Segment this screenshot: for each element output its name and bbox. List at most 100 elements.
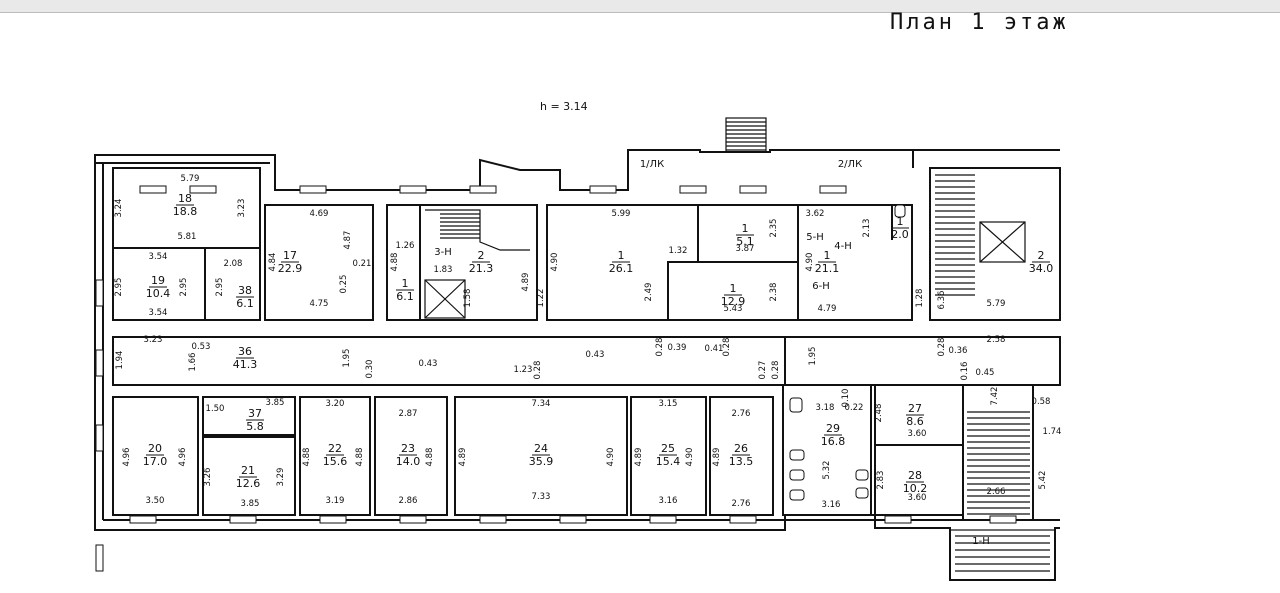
window <box>884 515 912 524</box>
dimension-label: 4.89 <box>712 448 722 467</box>
dimension-label: 4.88 <box>355 448 365 467</box>
room-area: 10.2 <box>903 482 928 495</box>
room-area: 16.8 <box>821 435 846 448</box>
window <box>319 515 347 524</box>
dimension-label: 3.85 <box>241 499 260 509</box>
room-label: 15.1 <box>736 222 754 248</box>
window <box>95 544 104 572</box>
window-top-bar <box>0 0 1280 13</box>
dimension-label: 4.84 <box>268 253 278 272</box>
dimension-label: 1.83 <box>434 265 453 275</box>
room-label: 375.8 <box>246 407 264 433</box>
sink-fixture <box>855 469 869 481</box>
room-label: 278.6 <box>906 402 924 428</box>
dimension-label: 3.24 <box>114 199 124 218</box>
room-number: 29 <box>826 422 840 435</box>
window <box>649 515 677 524</box>
dimension-label: 4.90 <box>805 253 815 272</box>
window <box>189 185 217 194</box>
dimension-label: 2.58 <box>987 335 1006 345</box>
room-29-walls <box>782 384 872 516</box>
dimension-label: 3.16 <box>822 500 841 510</box>
dimension-label: 2.35 <box>769 219 779 238</box>
dimension-label: 0.28 <box>655 338 665 357</box>
window <box>299 185 327 194</box>
room-number: 1 <box>742 222 749 235</box>
room-number: 19 <box>151 274 165 287</box>
room-area: 6.1 <box>236 297 254 310</box>
dimension-label: 4.88 <box>302 448 312 467</box>
dimension-label: 0.41 <box>705 344 724 354</box>
dimension-label: 2.95 <box>114 278 124 297</box>
dimension-label: 5.81 <box>178 232 197 242</box>
plan-title: План 1 этаж <box>890 10 1069 35</box>
ceiling-height-label: h = 3.14 <box>540 100 588 113</box>
dimension-label: 3.16 <box>659 496 678 506</box>
dimension-label: 7.34 <box>532 399 551 409</box>
dimension-label: 3.54 <box>149 308 168 318</box>
dimension-label: 2.95 <box>215 278 225 297</box>
exit-tag: 1-Н <box>972 536 990 547</box>
room-area: 18.8 <box>173 205 198 218</box>
room-area: 22.9 <box>278 262 303 275</box>
room-area: 5.8 <box>246 420 264 433</box>
exit-tag: 1/ЛК <box>640 159 664 170</box>
dimension-label: 5.99 <box>612 209 631 219</box>
room-25-walls <box>630 396 707 516</box>
room-area: 12.9 <box>721 295 746 308</box>
dimension-label: 2.95 <box>179 278 189 297</box>
dimension-label: 5.43 <box>724 304 743 314</box>
window <box>479 515 507 524</box>
dimension-label: 3.15 <box>659 399 678 409</box>
toilet-fixture <box>789 469 805 481</box>
stair-3n <box>425 209 530 251</box>
toilet-fixture <box>789 449 805 461</box>
room-number: 17 <box>283 249 297 262</box>
room-label: 386.1 <box>236 284 254 310</box>
dimension-label: 4.88 <box>390 253 400 272</box>
room-20-walls <box>112 396 199 516</box>
window <box>469 185 497 194</box>
room-26-walls <box>709 396 774 516</box>
window <box>819 185 847 194</box>
dimension-label: 2.76 <box>732 499 751 509</box>
dimension-label: 3.20 <box>326 399 345 409</box>
room-number: 20 <box>148 442 162 455</box>
room-number: 2 <box>1038 249 1045 262</box>
room-17-walls <box>264 204 374 321</box>
dimension-label: 4.75 <box>310 299 329 309</box>
dimension-label: 4.79 <box>818 304 837 314</box>
dimension-label: 1.23 <box>514 365 533 375</box>
room-22-walls <box>299 396 371 516</box>
room-number: 37 <box>248 407 262 420</box>
dimension-label: 1.28 <box>915 289 925 308</box>
dimension-label: 7.33 <box>532 492 551 502</box>
dimension-label: 4.89 <box>521 273 531 292</box>
room-12-9-walls <box>667 261 799 321</box>
dimension-label: 1.66 <box>188 353 198 372</box>
dimension-label: 4.88 <box>425 448 435 467</box>
dimension-label: 2.38 <box>769 283 779 302</box>
dimension-label: 0.28 <box>771 361 781 380</box>
dimension-label: 2.86 <box>399 496 418 506</box>
room-number: 36 <box>238 345 252 358</box>
room-area: 26.1 <box>609 262 634 275</box>
toilet-fixture <box>789 397 803 413</box>
dimension-label: 0.39 <box>668 343 687 353</box>
room-number: 22 <box>328 442 342 455</box>
dimension-label: 0.28 <box>533 361 543 380</box>
dimension-label: 3.23 <box>144 335 163 345</box>
room-37-walls <box>202 396 296 436</box>
dimension-label: 3.50 <box>146 496 165 506</box>
room-area: 14.0 <box>396 455 421 468</box>
elevator-shaft-right <box>979 221 1026 263</box>
dimension-label: 4.90 <box>685 448 695 467</box>
dimension-label: 3.19 <box>326 496 345 506</box>
exit-tag: 2/ЛК <box>838 159 862 170</box>
